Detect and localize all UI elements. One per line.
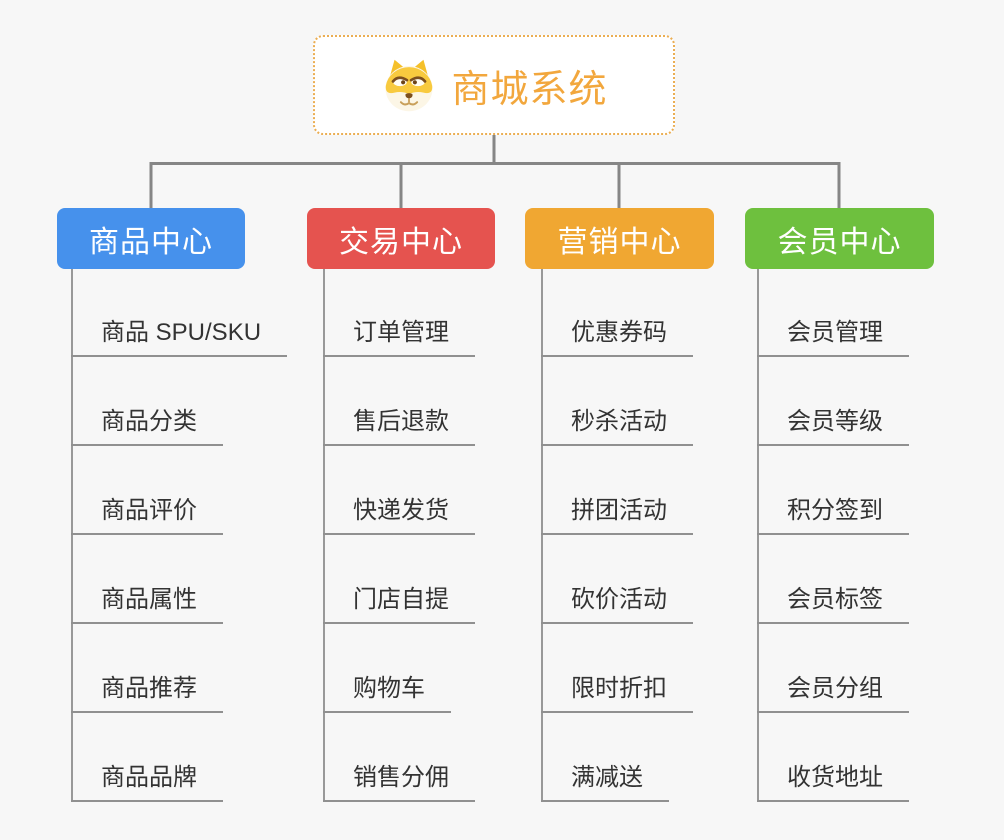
branch-label: 营销中心 [557,225,682,259]
leaf-node[interactable]: 商品分类 [71,357,287,446]
tree-connector [149,133,841,210]
leaf-label[interactable]: 门店自提 [323,579,475,624]
root-node[interactable]: 商城系统 [313,35,675,135]
leaf-label[interactable]: 积分签到 [757,490,909,535]
leaf-label[interactable]: 商品推荐 [71,668,223,713]
leaf-node[interactable]: 砍价活动 [541,535,693,624]
leaf-label[interactable]: 会员分组 [757,668,909,713]
leaf-label[interactable]: 限时折扣 [541,668,693,713]
trunk-connector [71,269,759,802]
leaf-label[interactable]: 会员管理 [757,312,909,357]
leaf-node[interactable]: 拼团活动 [541,446,693,535]
leaf-label[interactable]: 商品 SPU/SKU [71,312,288,357]
leaf-label[interactable]: 购物车 [323,668,451,713]
branch-node-product-center[interactable]: 商品中心 [57,208,245,269]
leaf-label[interactable]: 商品分类 [71,401,223,446]
branch-label: 交易中心 [339,225,463,259]
leaf-column-marketing-center: 优惠券码 秒杀活动 拼团活动 砍价活动 限时折扣 满减送 [541,268,693,802]
leaf-node[interactable]: 会员等级 [757,357,909,446]
leaf-node[interactable]: 快递发货 [323,446,475,535]
leaf-label[interactable]: 砍价活动 [541,579,693,624]
leaf-node[interactable]: 商品品牌 [71,713,287,802]
leaf-node[interactable]: 售后退款 [323,357,475,446]
leaf-label[interactable]: 会员等级 [757,401,909,446]
leaf-label[interactable]: 收货地址 [757,757,909,802]
branch-node-marketing-center[interactable]: 营销中心 [525,208,714,269]
leaf-node[interactable]: 满减送 [541,713,693,802]
leaf-label[interactable]: 售后退款 [323,401,475,446]
leaf-label[interactable]: 秒杀活动 [541,401,693,446]
leaf-node[interactable]: 会员分组 [757,624,909,713]
branch-label: 商品中心 [89,225,213,259]
root-title: 商城系统 [451,68,608,111]
leaf-node[interactable]: 门店自提 [323,535,475,624]
branch-node-member-center[interactable]: 会员中心 [745,208,934,269]
leaf-node[interactable]: 商品推荐 [71,624,287,713]
leaf-label[interactable]: 快递发货 [323,490,475,535]
leaf-label[interactable]: 会员标签 [757,579,909,624]
leaf-node[interactable]: 收货地址 [757,713,909,802]
leaf-node[interactable]: 商品评价 [71,446,287,535]
leaf-column-member-center: 会员管理 会员等级 积分签到 会员标签 会员分组 收货地址 [757,268,909,802]
leaf-label[interactable]: 拼团活动 [541,490,693,535]
leaf-node[interactable]: 限时折扣 [541,624,693,713]
doge-icon [386,59,433,112]
leaf-column-trade-center: 订单管理 售后退款 快递发货 门店自提 购物车 销售分佣 [323,268,475,802]
branch-node-trade-center[interactable]: 交易中心 [307,208,495,269]
leaf-label[interactable]: 订单管理 [323,312,475,357]
leaf-label[interactable]: 优惠券码 [541,312,693,357]
leaf-node[interactable]: 优惠券码 [541,268,693,357]
leaf-column-product-center: 商品 SPU/SKU 商品分类 商品评价 商品属性 商品推荐 商品品牌 [71,268,288,802]
leaf-label[interactable]: 满减送 [541,757,669,802]
leaf-node[interactable]: 商品 SPU/SKU [71,268,288,357]
branch-label: 会员中心 [777,225,902,259]
leaf-node[interactable]: 会员标签 [757,535,909,624]
leaf-node[interactable]: 商品属性 [71,535,287,624]
leaf-label[interactable]: 商品评价 [71,490,223,535]
leaf-node[interactable]: 购物车 [323,624,475,713]
leaf-label[interactable]: 销售分佣 [323,757,475,802]
leaf-label[interactable]: 商品属性 [71,579,223,624]
leaf-node[interactable]: 销售分佣 [323,713,475,802]
leaf-node[interactable]: 订单管理 [323,268,475,357]
leaf-node[interactable]: 秒杀活动 [541,357,693,446]
leaf-node[interactable]: 积分签到 [757,446,909,535]
leaf-label[interactable]: 商品品牌 [71,757,223,802]
leaf-node[interactable]: 会员管理 [757,268,909,357]
